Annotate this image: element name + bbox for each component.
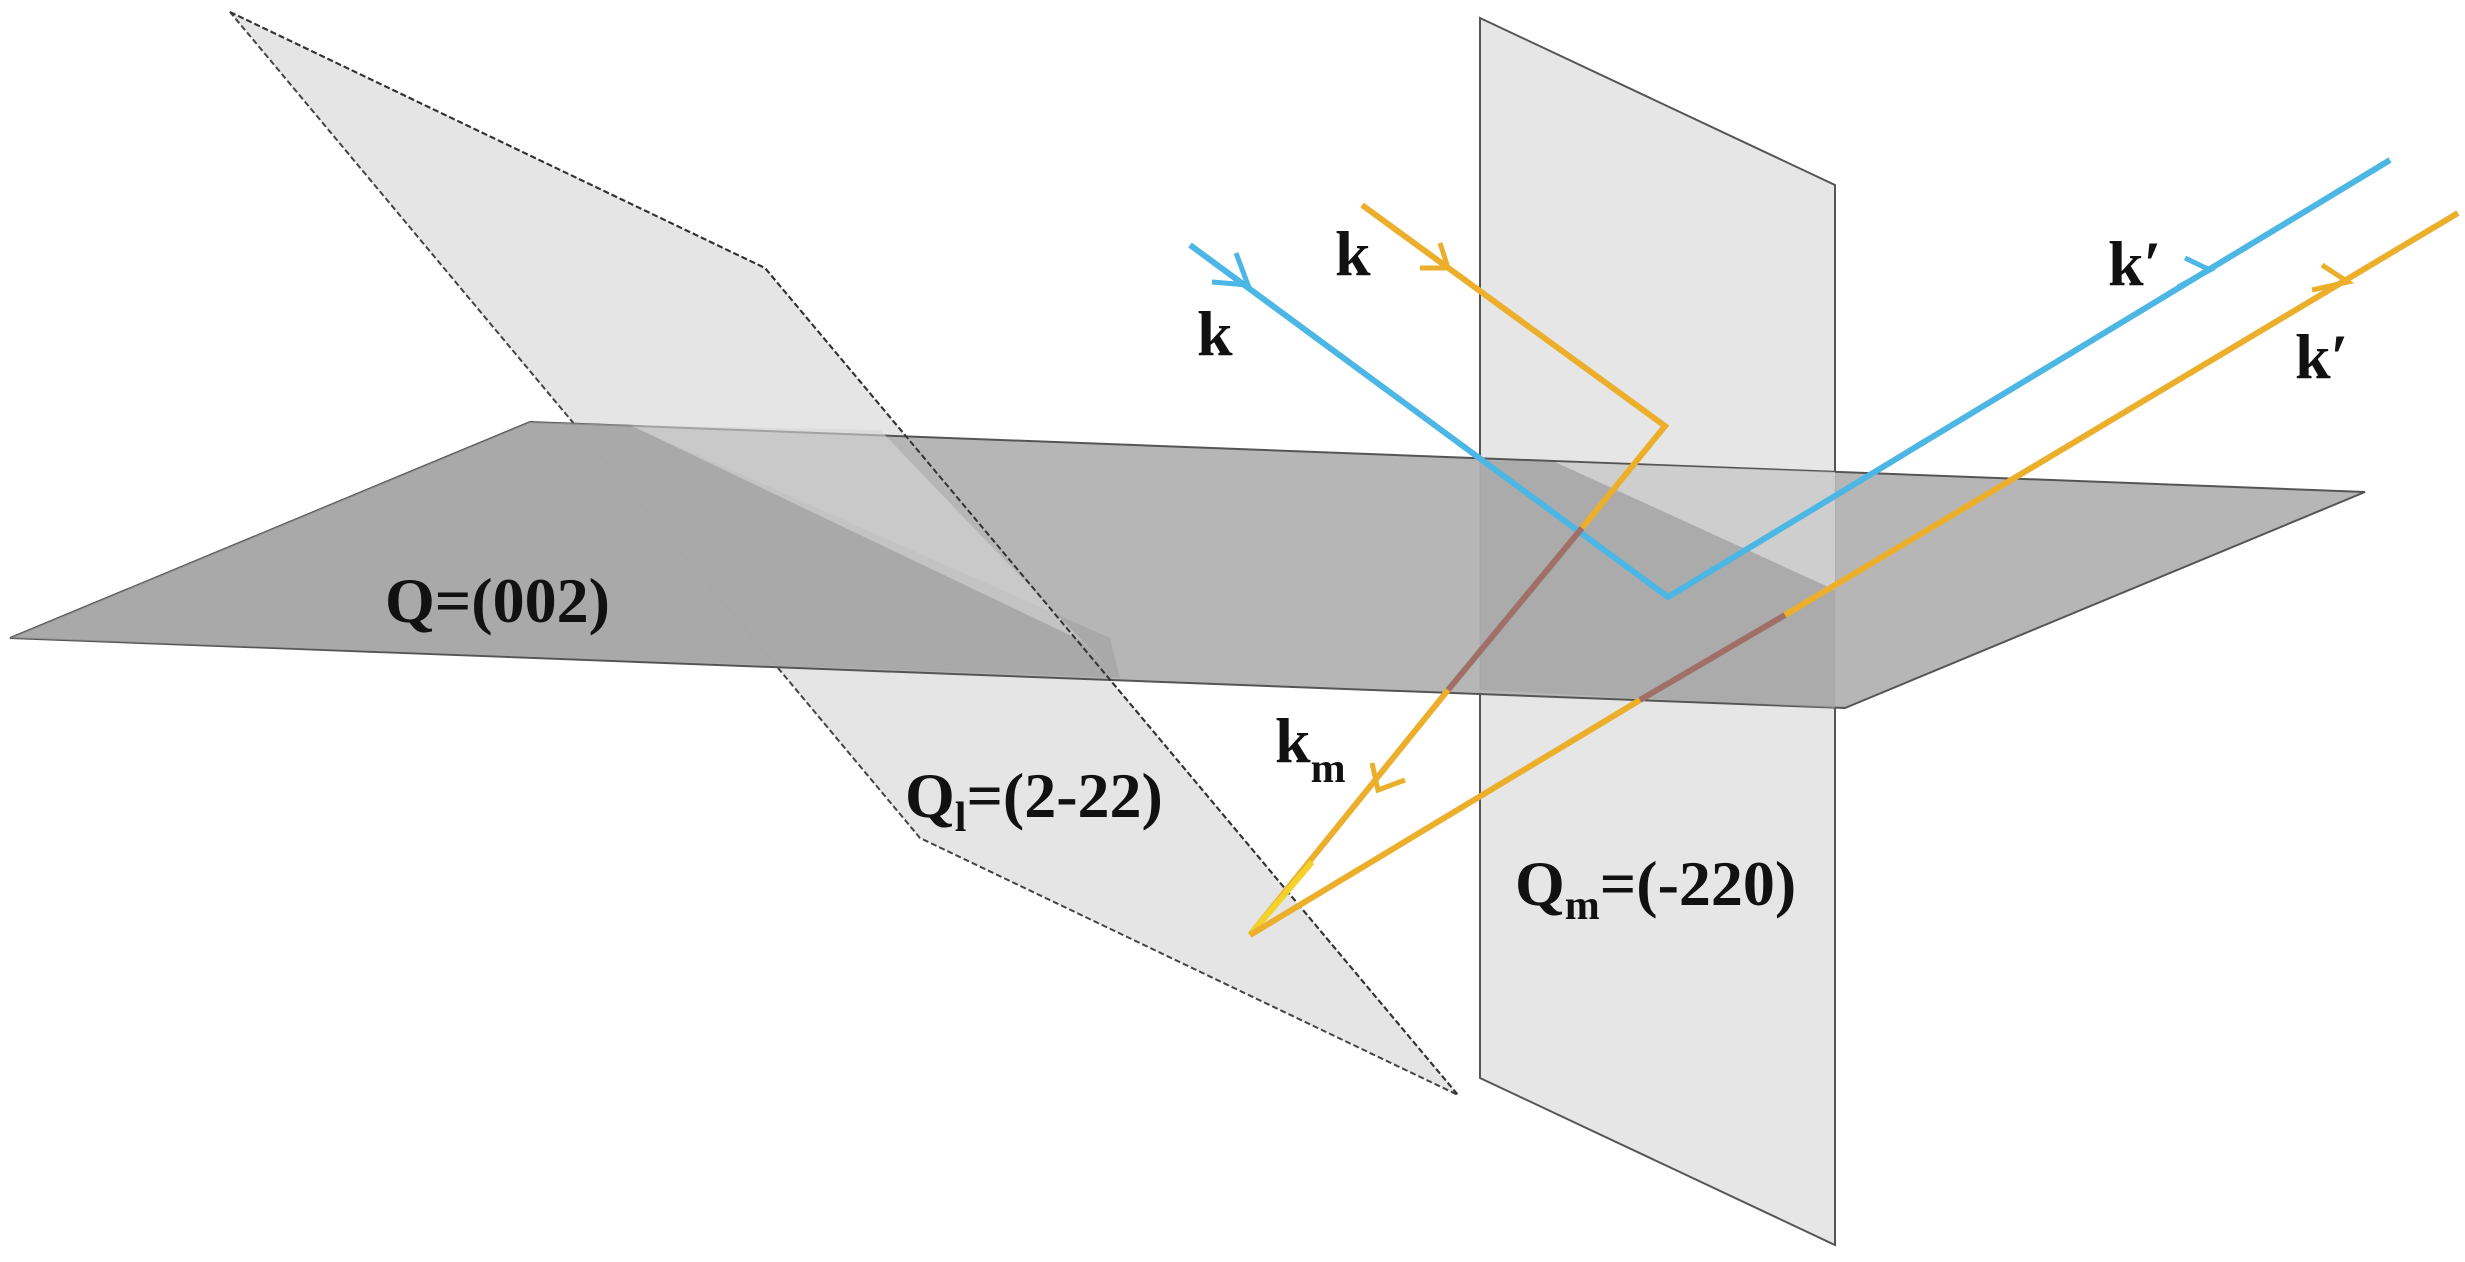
orange-beam-hidden-return xyxy=(1638,612,1787,703)
orange-beam-return xyxy=(1248,697,1642,938)
blue-outgoing-arrowhead xyxy=(2176,255,2216,290)
orange-outgoing-label: k′ xyxy=(2295,321,2349,392)
blue-outgoing-label: k′ xyxy=(2108,228,2162,299)
plane-qm-label: Qm=(-220) xyxy=(1515,848,1796,929)
plane-qm-top-overlay xyxy=(1555,462,1835,590)
plane-ql-label: Ql=(2-22) xyxy=(905,760,1163,841)
orange-beam-hidden-segment xyxy=(1445,526,1585,692)
plane-q002-label: Q=(002) xyxy=(385,565,610,636)
orange-intermediate-label: km xyxy=(1275,705,1346,792)
orange-outgoing-arrowhead xyxy=(2311,262,2355,293)
blue-beam-path xyxy=(1188,157,2392,601)
blue-incident-arrowhead xyxy=(1211,252,1252,288)
orange-incident-arrowhead xyxy=(1420,242,1452,271)
orange-beam-end-segment xyxy=(1247,860,1315,937)
plane-intersection-shadow-left xyxy=(10,422,1120,678)
orange-beam-incident xyxy=(1360,202,1670,530)
plane-ql-top-overlay xyxy=(630,425,1110,670)
orange-intermediate-arrowhead xyxy=(1369,762,1406,794)
blue-incident-label: k xyxy=(1197,298,1233,369)
orange-incident-label: k xyxy=(1335,218,1371,289)
